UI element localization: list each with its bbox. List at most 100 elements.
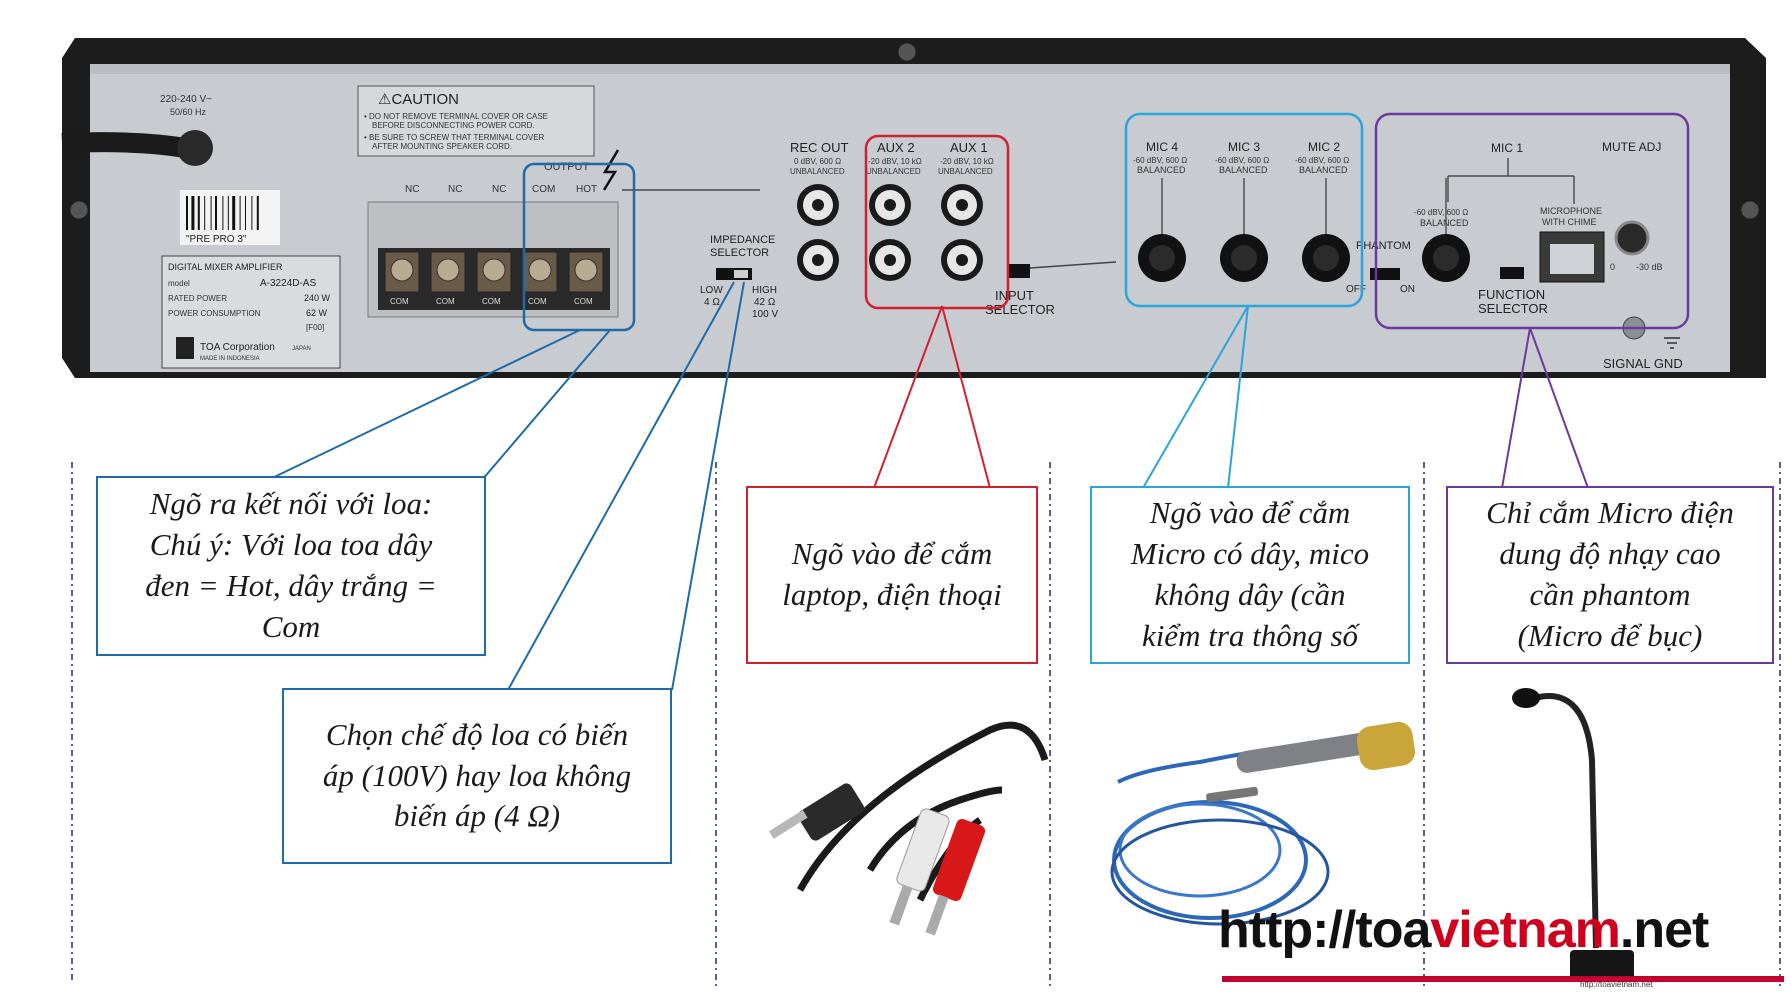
- terminal-plate-label: COM: [390, 297, 409, 306]
- spec-model-label: model: [168, 279, 190, 288]
- spec-maker: TOA Corporation: [200, 342, 275, 353]
- mute-adj-knob[interactable]: [1614, 220, 1650, 256]
- aux1-jack[interactable]: [941, 239, 983, 281]
- spec-code: [F00]: [306, 323, 324, 332]
- callout-phantom-line-4: (Micro để bục): [1517, 617, 1703, 653]
- mic2-jack[interactable]: [1302, 178, 1350, 282]
- mic1-sub-2: BALANCED: [1420, 218, 1469, 228]
- terminal-plate-label: COM: [528, 297, 547, 306]
- mic3-sub-1: -60 dBV, 600 Ω: [1215, 156, 1269, 165]
- left-screw-icon: [69, 200, 89, 220]
- function-selector-switch[interactable]: [1500, 267, 1524, 279]
- spec-rated: 240 W: [304, 293, 331, 303]
- callout-impedance-line-3: biến áp (4 Ω): [393, 798, 561, 834]
- rec-out-jack[interactable]: [797, 184, 839, 226]
- mic-highlight-box: [1124, 112, 1364, 308]
- power-cord: [61, 132, 187, 158]
- phantom-leader-lines: [1501, 327, 1589, 489]
- output-leader-lines: [267, 329, 611, 481]
- phantom-switch[interactable]: [1370, 268, 1400, 280]
- aux2-jack[interactable]: [869, 184, 911, 226]
- watermark-small: http://toavietnam.net: [1580, 980, 1653, 989]
- mic2-sub-1: -60 dBV, 600 Ω: [1295, 156, 1349, 165]
- callout-phantom-line-2: dung độ nhạy cao: [1499, 536, 1721, 572]
- nc-label-3: NC: [492, 184, 506, 195]
- input-selector-label-1: INPUT: [995, 288, 1034, 303]
- barcode-text: "PRE PRO 3": [186, 234, 247, 245]
- mic4-jack[interactable]: [1138, 178, 1186, 282]
- impedance-high-value-1: 42 Ω: [754, 297, 776, 308]
- mic1-chime-1: MICROPHONE: [1540, 206, 1602, 216]
- mic1-jack[interactable]: [1422, 178, 1470, 282]
- phantom-on-label: ON: [1400, 284, 1415, 295]
- terminal-screw[interactable]: COM: [430, 251, 466, 306]
- impedance-leader-lines: [507, 281, 745, 691]
- aux-leader-lines: [873, 305, 991, 489]
- nc-label-1: NC: [405, 184, 419, 195]
- nc-label-2: NC: [448, 184, 462, 195]
- callout-mic-line-4: kiểm tra thông số: [1141, 617, 1359, 653]
- power-voltage-label: 220-240 V~: [160, 94, 212, 105]
- spec-model: A-3224D-AS: [260, 278, 316, 289]
- callout-impedance: Chọn chế độ loa có biến áp (100V) hay lo…: [282, 688, 672, 864]
- wired-mic-photo: [1110, 721, 1416, 926]
- mic2-sub-2: BALANCED: [1299, 165, 1348, 175]
- mute-min-label: 0: [1610, 262, 1615, 272]
- aux2-jack[interactable]: [869, 239, 911, 281]
- com-label: COM: [532, 184, 555, 195]
- aux1-sub-2: UNBALANCED: [938, 167, 993, 176]
- spec-made-in: MADE IN INDONESIA: [200, 356, 260, 362]
- watermark-part-2: vietnam: [1430, 901, 1621, 959]
- mic-jacks: [1138, 178, 1470, 282]
- hot-label: HOT: [576, 184, 597, 195]
- rec-out-jack[interactable]: [797, 239, 839, 281]
- mic3-title: MIC 3: [1228, 140, 1260, 154]
- barcode: "PRE PRO 3": [180, 190, 280, 245]
- aux1-jack[interactable]: [941, 184, 983, 226]
- mic3-sub-2: BALANCED: [1219, 165, 1268, 175]
- power-cord-plug: [177, 130, 213, 166]
- mic-leader-lines: [1142, 305, 1249, 489]
- terminal-screw[interactable]: COM: [522, 251, 558, 306]
- terminal-screw[interactable]: COM: [568, 251, 604, 306]
- mute-max-label: -30 dB: [1636, 262, 1663, 272]
- callout-phantom-line-3: cần phantom: [1529, 577, 1691, 612]
- callout-mic: Ngõ vào để cắm Micro có dây, mico không …: [1090, 486, 1410, 664]
- terminal-screw[interactable]: COM: [476, 251, 512, 306]
- terminal-screw[interactable]: COM: [384, 251, 420, 306]
- callout-mic-line-1: Ngõ vào để cắm: [1149, 495, 1351, 531]
- gooseneck-mic-photo: [1512, 688, 1634, 980]
- callout-output-line-4: Com: [261, 608, 321, 644]
- caution-line-2: BEFORE DISCONNECTING POWER CORD.: [372, 121, 535, 130]
- impedance-title-1: IMPEDANCE: [710, 234, 775, 246]
- callout-phantom: Chỉ cắm Micro điện dung độ nhạy cao cần …: [1446, 486, 1774, 664]
- input-selector-switch[interactable]: [1008, 264, 1030, 278]
- terminal-plate-label: COM: [436, 297, 455, 306]
- aux-cable-photo: [768, 721, 1049, 936]
- panel-top-edge: [90, 64, 1730, 74]
- rca-jacks: [797, 184, 983, 281]
- impedance-high-value-2: 100 V: [752, 309, 778, 320]
- website-watermark: http://toavietnam.net: [1218, 900, 1709, 960]
- watermark-part-3: .net: [1619, 901, 1709, 959]
- mic4-sub-2: BALANCED: [1137, 165, 1186, 175]
- callout-impedance-line-1: Chọn chế độ loa có biến: [325, 716, 629, 752]
- terminal-screws: COM COM COM COM COM: [384, 251, 604, 306]
- terminal-plate-label: COM: [482, 297, 501, 306]
- rec-out-sub-1: 0 dBV, 600 Ω: [794, 157, 841, 166]
- function-selector-label-1: FUNCTION: [1478, 287, 1545, 302]
- phantom-title: PHANTOM: [1356, 240, 1411, 252]
- right-screw-icon: [1740, 200, 1760, 220]
- callout-aux-line-1: Ngõ vào để cắm: [791, 536, 993, 572]
- input-selector-line: [1029, 261, 1117, 269]
- callout-output-line-2: Chú ý: Với loa toa dây: [149, 527, 433, 563]
- mic3-jack[interactable]: [1220, 178, 1268, 282]
- mic1-chime-2: WITH CHIME: [1542, 217, 1597, 227]
- phantom-highlight-box: [1374, 112, 1690, 330]
- aux2-sub-2: UNBALANCED: [866, 167, 921, 176]
- aux2-sub-1: -20 dBV, 10 kΩ: [868, 157, 922, 166]
- spec-consumption: 62 W: [306, 308, 328, 318]
- power-freq-label: 50/60 Hz: [170, 107, 207, 117]
